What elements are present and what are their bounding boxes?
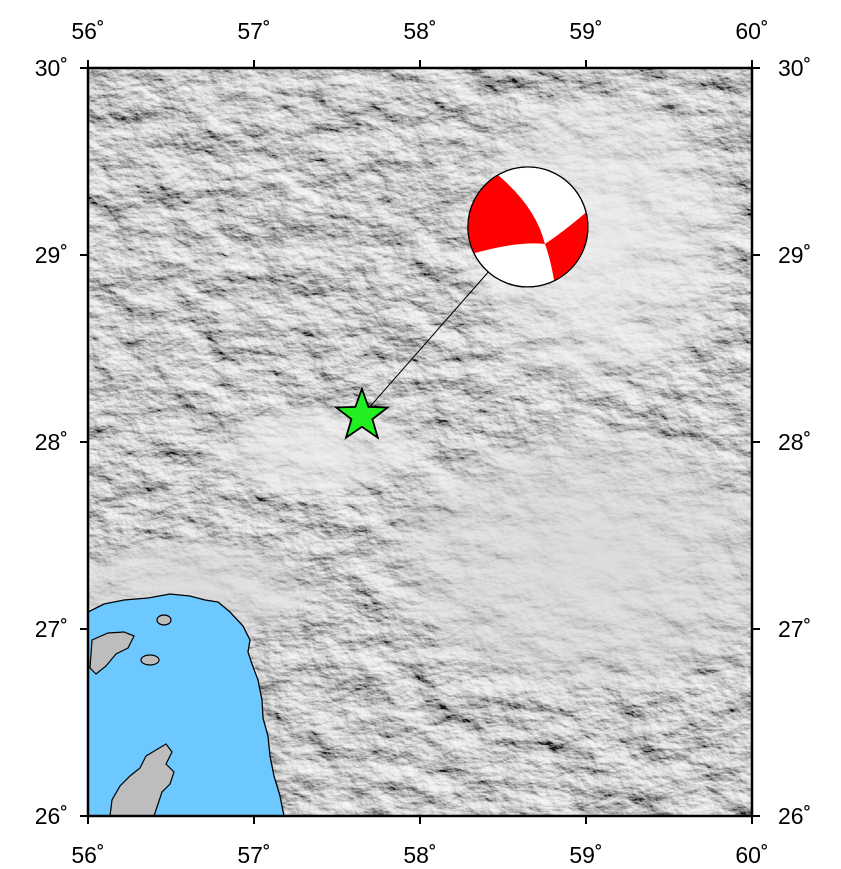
musandam-peninsula <box>109 743 175 816</box>
leader-line <box>361 271 489 417</box>
basin-south-east <box>360 410 752 710</box>
epicenter-star-icon <box>333 386 391 440</box>
lon-label-top: 59˚ <box>569 18 602 44</box>
focal-mechanism-beachball <box>467 166 589 288</box>
larak-island <box>140 654 160 666</box>
lon-label-bottom: 56˚ <box>71 842 104 868</box>
qeshm-island <box>89 631 135 675</box>
beachball-compression-quadrant-1 <box>467 175 545 254</box>
lat-label-left: 28˚ <box>35 429 68 455</box>
lon-label-top: 56˚ <box>71 18 104 44</box>
lat-label-right: 27˚ <box>778 616 811 642</box>
lon-label-bottom: 59˚ <box>569 842 602 868</box>
lat-label-left: 30˚ <box>35 55 68 81</box>
plain-central <box>200 400 440 500</box>
beachball-compression-quadrant-2 <box>544 212 588 281</box>
sea <box>88 593 285 816</box>
lon-label-top: 60˚ <box>735 18 768 44</box>
lat-label-left: 27˚ <box>35 616 68 642</box>
lat-label-right: 26˚ <box>778 803 811 829</box>
lat-label-left: 26˚ <box>35 803 68 829</box>
lat-label-right: 30˚ <box>778 55 811 81</box>
lon-label-top: 57˚ <box>237 18 270 44</box>
lat-label-left: 29˚ <box>35 242 68 268</box>
basin-north-east <box>450 70 750 410</box>
lat-label-right: 29˚ <box>778 242 811 268</box>
lon-label-bottom: 58˚ <box>403 842 436 868</box>
lon-label-bottom: 57˚ <box>237 842 270 868</box>
hormuz-island <box>156 614 172 626</box>
lat-label-right: 28˚ <box>778 429 811 455</box>
map-area <box>88 68 752 816</box>
lon-label-bottom: 60˚ <box>735 842 768 868</box>
beachball-border <box>467 166 589 288</box>
lon-label-top: 58˚ <box>403 18 436 44</box>
axis-ticks: 56˚ 56˚ 57˚ 57˚ 58˚ 58˚ 59˚ 59˚ 60˚ 60˚ 30˚ 30˚ 29˚ 2… <box>35 18 812 868</box>
